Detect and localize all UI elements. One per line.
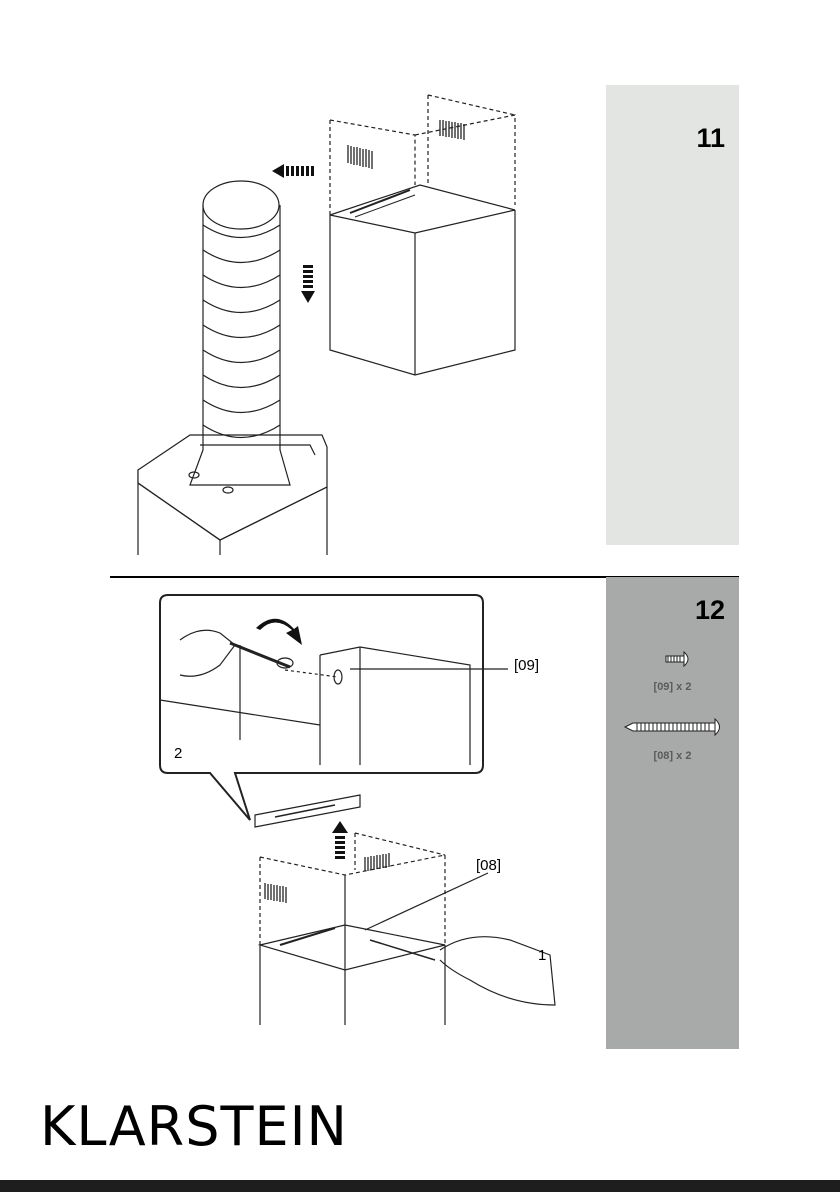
short-screw-icon bbox=[664, 650, 694, 668]
step-11-illustration bbox=[110, 85, 600, 560]
step-12-panel: 12 [09] x 2 [08] x 2 bbox=[606, 577, 739, 1049]
long-screw-icon bbox=[623, 717, 725, 737]
part-label-09: [09] x 2 bbox=[606, 681, 739, 693]
step-11-panel: 11 bbox=[606, 85, 739, 545]
part-label-08: [08] x 2 bbox=[606, 750, 739, 762]
brand-logo: KLARSTEIN bbox=[40, 1100, 348, 1154]
callout-part-08: [08] bbox=[476, 857, 501, 874]
callout-detail-2: 2 bbox=[174, 745, 182, 762]
step-number: 12 bbox=[695, 597, 725, 624]
callout-part-09: [09] bbox=[514, 657, 539, 674]
step-12-illustration bbox=[110, 585, 600, 1035]
step-number: 11 bbox=[696, 125, 725, 152]
callout-detail-1: 1 bbox=[538, 947, 546, 964]
footer-bar bbox=[0, 1180, 840, 1192]
